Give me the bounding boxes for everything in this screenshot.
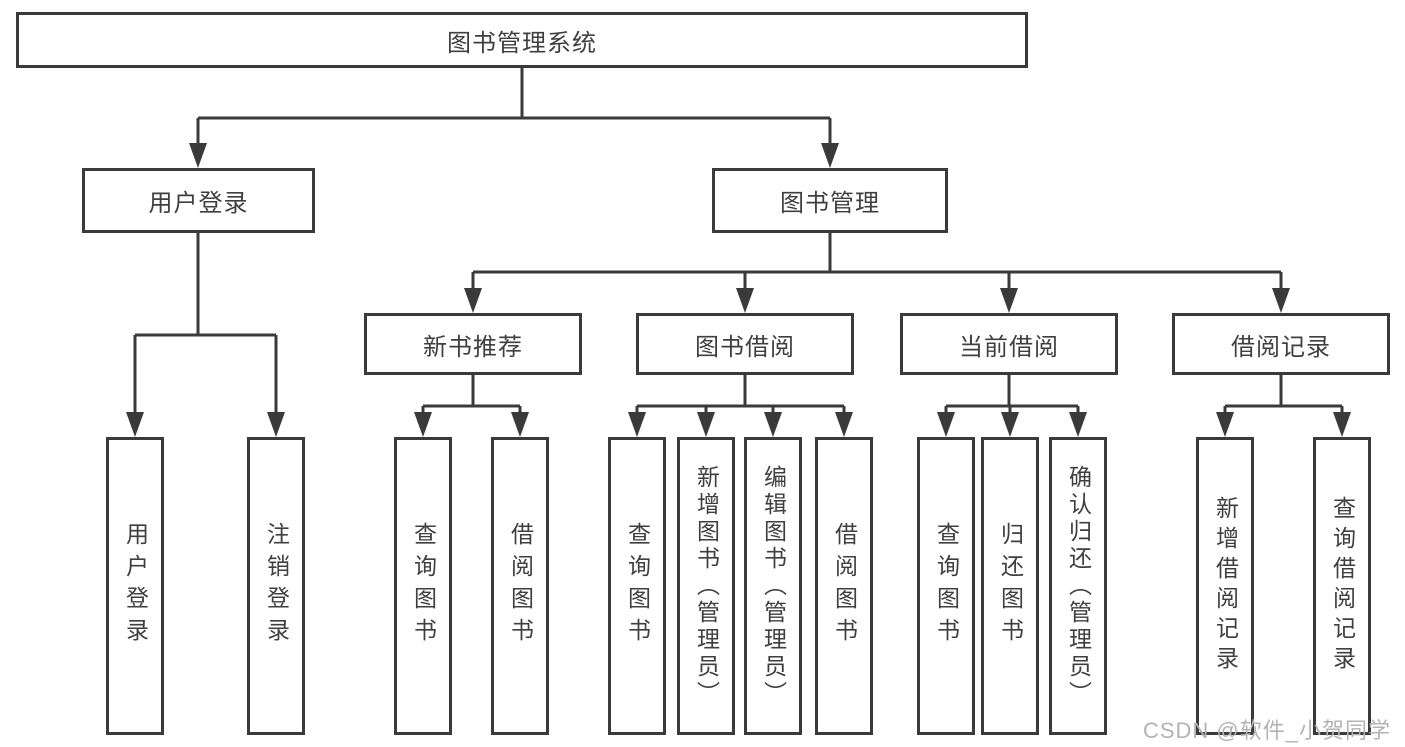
arrow-down-icon [414, 412, 432, 437]
arrow-down-icon [189, 143, 207, 168]
node-label: 用户登录 [122, 522, 149, 650]
node-label: 确认归还（管理员） [1065, 464, 1092, 708]
arrow-down-icon [1272, 288, 1290, 313]
arrow-down-icon [1333, 412, 1351, 437]
connector-root-to-level2 [196, 68, 832, 148]
leaf-return-book: 归还图书 [981, 437, 1039, 735]
leaf-logout: 注销登录 [247, 437, 305, 735]
node-library-management-system: 图书管理系统 [16, 12, 1028, 68]
leaf-add-book-admin: 新增图书（管理员） [677, 437, 735, 735]
node-label: 注销登录 [263, 522, 290, 650]
leaf-borrow-books-borrowing: 借阅图书 [815, 437, 873, 735]
node-label: 借阅图书 [507, 522, 534, 650]
node-label: 编辑图书（管理员） [760, 464, 787, 708]
arrow-down-icon [1069, 412, 1087, 437]
leaf-user-login: 用户登录 [106, 437, 164, 735]
arrow-down-icon [628, 412, 646, 437]
connector-borrow-records-to-children [1223, 375, 1344, 417]
leaf-query-books-recommend: 查询图书 [394, 437, 452, 735]
arrow-down-icon [764, 412, 782, 437]
arrow-down-icon [267, 412, 285, 437]
connector-user-login-to-children [133, 233, 278, 417]
arrow-down-icon [937, 412, 955, 437]
arrow-down-icon [736, 288, 754, 313]
leaf-query-books-current: 查询图书 [917, 437, 975, 735]
node-label: 借阅图书 [831, 522, 858, 650]
node-label: 图书管理 [780, 190, 880, 217]
leaf-add-borrow-record: 新增借阅记录 [1196, 437, 1254, 735]
node-label: 查询图书 [933, 522, 960, 650]
node-label: 当前借阅 [959, 333, 1059, 361]
arrow-down-icon [697, 412, 715, 437]
node-user-login: 用户登录 [82, 168, 315, 233]
node-book-borrowing: 图书借阅 [636, 313, 854, 375]
arrowheads [126, 143, 1351, 437]
node-label: 用户登录 [148, 190, 249, 217]
arrow-down-icon [511, 412, 529, 437]
leaf-query-books-borrowing: 查询图书 [608, 437, 666, 735]
node-new-book-recommend: 新书推荐 [364, 313, 582, 375]
node-label: 新增图书（管理员） [693, 464, 720, 708]
connector-book-borrow-to-children [635, 375, 846, 417]
arrow-down-icon [835, 412, 853, 437]
node-label: 图书管理系统 [447, 29, 597, 57]
node-book-management: 图书管理 [712, 168, 948, 233]
arrow-down-icon [1216, 412, 1234, 437]
node-label: 新增借阅记录 [1212, 496, 1239, 676]
connector-new-book-to-children [421, 375, 522, 417]
leaf-confirm-return-admin: 确认归还（管理员） [1049, 437, 1107, 735]
node-borrowing-records: 借阅记录 [1172, 313, 1390, 375]
connector-book-management-to-level3 [471, 233, 1283, 293]
arrow-down-icon [464, 288, 482, 313]
arrow-down-icon [821, 143, 839, 168]
leaf-edit-book-admin: 编辑图书（管理员） [744, 437, 802, 735]
node-label: 查询图书 [624, 522, 651, 650]
node-label: 查询借阅记录 [1329, 496, 1356, 676]
arrow-down-icon [126, 412, 144, 437]
node-label: 归还图书 [997, 522, 1024, 650]
node-label: 查询图书 [410, 522, 437, 650]
arrow-down-icon [1001, 412, 1019, 437]
connector-current-borrow-to-children [944, 375, 1080, 417]
leaf-borrow-books-recommend: 借阅图书 [491, 437, 549, 735]
node-current-borrowing: 当前借阅 [900, 313, 1118, 375]
leaf-query-borrow-record: 查询借阅记录 [1313, 437, 1371, 735]
node-label: 新书推荐 [423, 333, 523, 361]
node-label: 借阅记录 [1231, 333, 1331, 361]
csdn-watermark: CSDN @软件_小贺同学 [1142, 718, 1391, 743]
arrow-down-icon [1000, 288, 1018, 313]
node-label: 图书借阅 [695, 333, 795, 361]
